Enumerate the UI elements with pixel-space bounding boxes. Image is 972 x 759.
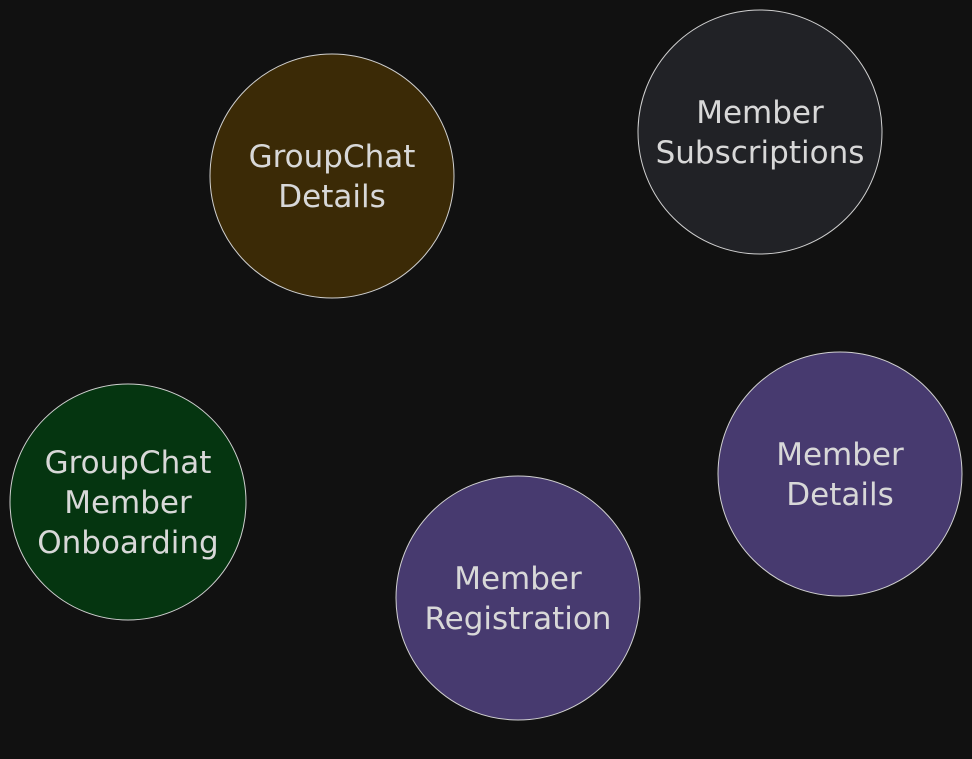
node-label-line: Subscriptions bbox=[656, 135, 865, 171]
node-label-line: GroupChat bbox=[249, 139, 416, 175]
node-label-line: Member bbox=[776, 437, 904, 473]
node-circle[interactable] bbox=[717, 351, 963, 597]
node-label-line: Registration bbox=[425, 601, 612, 637]
node-label-line: Onboarding bbox=[37, 525, 219, 561]
nodes-layer: GroupChatDetailsMemberSubscriptionsGroup… bbox=[9, 9, 963, 721]
node-circle[interactable] bbox=[209, 53, 455, 299]
node-circle[interactable] bbox=[395, 475, 641, 721]
node-label-line: Details bbox=[278, 179, 385, 215]
node-label-line: GroupChat bbox=[45, 445, 212, 481]
node-label-line: Member bbox=[454, 561, 582, 597]
node-circle[interactable] bbox=[9, 383, 247, 621]
node-label-line: Member bbox=[696, 95, 824, 131]
node-label-line: Details bbox=[786, 477, 893, 513]
node-label-line: Member bbox=[64, 485, 192, 521]
node-circle[interactable] bbox=[637, 9, 883, 255]
